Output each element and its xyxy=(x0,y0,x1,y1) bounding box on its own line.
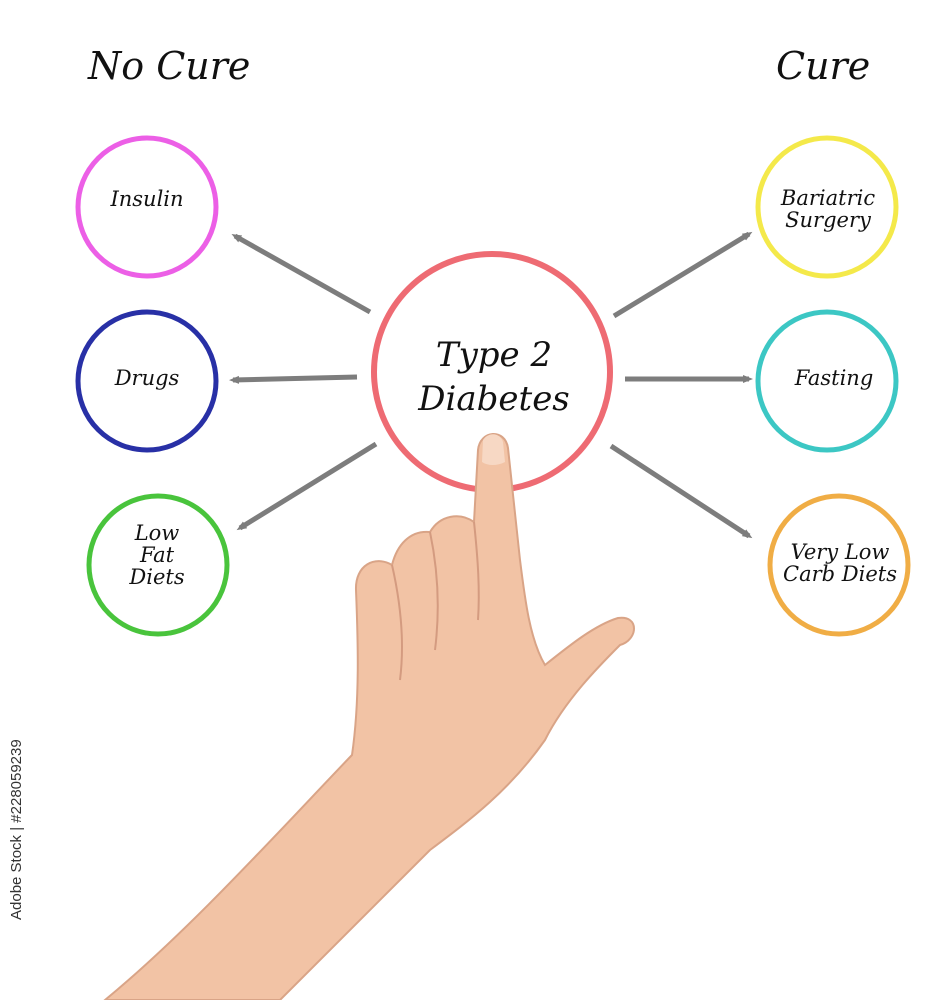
insulin-label-line: Insulin xyxy=(110,186,184,211)
bariatric-surgery-label: Bariatric Surgery xyxy=(781,187,875,231)
very-low-carb-diets-circle xyxy=(767,493,911,637)
bariatric-surgery-label-line-2: Surgery xyxy=(785,208,871,232)
low-fat-diets-label-line-3: Diets xyxy=(129,565,185,590)
fasting-label-line: Fasting xyxy=(794,365,874,390)
heading-no-cure: No Cure xyxy=(88,44,251,88)
insulin-label: Insulin xyxy=(110,188,183,210)
low-fat-diets-label-line-1: Low xyxy=(134,520,180,545)
low-fat-diets-label-line-2: Fat xyxy=(139,542,175,567)
stock-watermark: Adobe Stock | #228059239 xyxy=(8,739,25,920)
low-fat-diets-label: Low Fat Diets xyxy=(129,522,184,588)
arrow-to-very-low-carb-diets xyxy=(609,443,753,539)
drugs-label: Drugs xyxy=(115,367,180,389)
arrow-to-insulin xyxy=(231,233,372,315)
insulin-circle xyxy=(75,135,219,279)
center-label-line-2: Diabetes xyxy=(418,379,570,419)
arrow-to-drugs xyxy=(229,374,358,384)
pointing-hand xyxy=(102,433,635,1001)
drugs-label-line: Drugs xyxy=(114,365,180,390)
low-fat-diets-circle xyxy=(86,493,230,637)
fasting-circle xyxy=(755,309,899,453)
heading-cure: Cure xyxy=(776,44,871,88)
very-low-carb-diets-label: Very Low Carb Diets xyxy=(783,541,897,585)
bariatric-surgery-circle xyxy=(755,135,899,279)
very-low-carb-diets-label-line-2: Carb Diets xyxy=(783,562,897,586)
center-label: Type 2 Diabetes xyxy=(418,333,570,421)
bariatric-surgery-label-line-1: Bariatric xyxy=(780,185,876,210)
center-label-line-1: Type 2 xyxy=(435,334,553,375)
drugs-circle xyxy=(75,309,219,453)
fasting-label: Fasting xyxy=(795,367,874,389)
very-low-carb-diets-label-line-1: Very Low xyxy=(790,539,890,564)
arrow-to-bariatric-surgery xyxy=(612,231,753,319)
arrow-to-low-fat-diets xyxy=(236,441,378,531)
